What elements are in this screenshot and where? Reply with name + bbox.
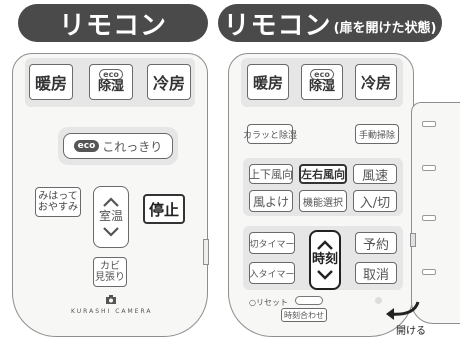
wind-avoid-button[interactable]: 風よけ <box>249 190 293 212</box>
camera-icon <box>106 295 116 304</box>
room-temp-label: 室温 <box>98 209 123 224</box>
updown-wind-button[interactable]: 上下風向 <box>249 164 293 184</box>
right-title: リモコン (扉を開けた状態) <box>218 4 442 42</box>
reset-switch[interactable] <box>295 296 323 305</box>
left-dehumidify-button[interactable]: eco 除湿 <box>89 64 133 100</box>
brand-logo: KURASHI CAMERA <box>71 308 153 315</box>
left-remote: 暖房 eco 除湿 冷房 eco これっきり みはって おやすみ 室温 停止 カ… <box>12 53 209 337</box>
time-adjust-button[interactable]: 時刻合わせ <box>281 308 327 322</box>
open-arrow-icon <box>386 301 420 320</box>
open-label: 開ける <box>396 326 426 337</box>
right-heat-button[interactable]: 暖房 <box>247 64 289 100</box>
chevron-down-icon[interactable] <box>317 270 333 280</box>
chevron-up-icon[interactable] <box>103 197 119 208</box>
off-timer-button[interactable]: 切タイマー <box>249 232 295 254</box>
reserve-button[interactable]: 予約 <box>355 232 397 254</box>
reset-label: ○リセット <box>249 298 288 307</box>
door-hinge <box>410 233 416 247</box>
function-select-button[interactable]: 機能選択 <box>299 190 347 212</box>
left-cool-button[interactable]: 冷房 <box>147 64 191 100</box>
eco-korekkiri-button[interactable]: eco これっきり <box>63 133 173 159</box>
eco-tag: eco <box>310 69 334 81</box>
eco-badge: eco <box>73 140 100 152</box>
left-title-text: リモコン <box>58 10 167 41</box>
door-tab <box>422 165 436 171</box>
right-cool-button[interactable]: 冷房 <box>355 64 397 100</box>
mold-watch-button[interactable]: カビ 見張り <box>93 257 127 287</box>
on-off-button[interactable]: 入/切 <box>353 190 397 212</box>
indicator-dot <box>375 297 382 304</box>
door-tab <box>422 215 436 221</box>
side-notch <box>203 239 209 265</box>
manual-clean-button[interactable]: 手動掃除 <box>355 124 399 144</box>
right-title-subtext: (扉を開けた状態) <box>333 20 437 36</box>
door-tab <box>422 121 436 127</box>
door-tab <box>422 269 436 275</box>
leftright-wind-button[interactable]: 左右風向 <box>299 164 347 184</box>
time-rocker[interactable]: 時刻 <box>309 230 341 290</box>
remote-door-panel[interactable] <box>410 102 460 324</box>
left-title: リモコン <box>18 4 208 42</box>
wind-speed-button[interactable]: 風速 <box>353 164 397 184</box>
right-title-text: リモコン <box>223 10 332 41</box>
on-timer-button[interactable]: 入タイマー <box>249 262 295 284</box>
left-heat-button[interactable]: 暖房 <box>29 64 73 100</box>
mihatte-oyasumi-button[interactable]: みはって おやすみ <box>35 187 81 217</box>
right-dehumidify-button[interactable]: eco 除湿 <box>301 64 343 100</box>
chevron-up-icon[interactable] <box>317 240 333 250</box>
karatto-dehumidify-button[interactable]: カラッと除湿 <box>243 124 297 144</box>
stop-button[interactable]: 停止 <box>143 194 185 224</box>
cancel-button[interactable]: 取消 <box>355 262 397 284</box>
room-temp-rocker[interactable]: 室温 <box>93 186 129 248</box>
right-remote: 暖房 eco 除湿 冷房 カラッと除湿 手動掃除 上下風向 左右風向 風速 風よ… <box>228 53 414 337</box>
chevron-down-icon[interactable] <box>103 226 119 237</box>
eco-tag: eco <box>99 69 123 81</box>
time-label: 時刻 <box>311 251 338 267</box>
